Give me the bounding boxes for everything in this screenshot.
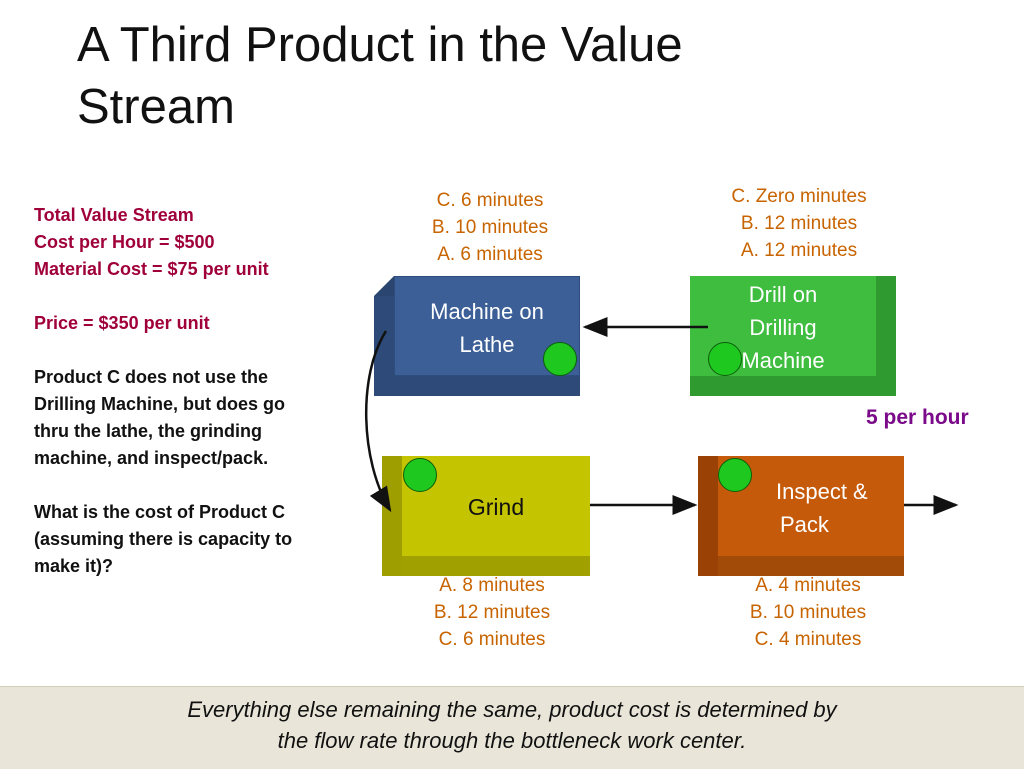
arrow-lathe-to-grind [365,330,392,513]
time-line: B. 10 minutes [749,602,867,623]
description-line: thru the lathe, the grinding [34,421,262,441]
price-line: Price = $350 per unit [34,313,210,333]
time-line: C. 6 minutes [436,190,544,211]
time-line: A. 4 minutes [755,575,861,596]
time-line: A. 6 minutes [437,244,543,265]
footer-band [0,686,1024,769]
grind-label-line: Grind [467,494,525,520]
status-indicator [708,342,742,376]
drill-label-line: Drilling [749,315,817,340]
time-line: C. 4 minutes [754,629,862,650]
status-indicator [543,342,577,376]
drill-front-face: Drill on Drilling Machine [670,276,896,376]
footer-line: the flow rate through the bottleneck wor… [277,728,747,753]
question-line: (assuming there is capacity to [34,529,293,549]
rate-label: 5 per hour [866,406,969,429]
question-line: make it)? [34,556,114,576]
title-line-2: Stream [77,80,235,134]
title-line-1: A Third Product in the Value [77,18,683,72]
footer-text: Everything else remaining the same, prod… [0,694,1024,756]
inspect-times: A. 4 minutes B. 10 minutes C. 4 minutes [698,572,918,653]
lathe-label-line: Machine on [430,299,544,324]
inspect-label-line: Pack [780,512,829,537]
status-indicator [403,458,437,492]
drill-label-line: Machine [741,348,825,373]
time-line: B. 10 minutes [431,217,549,238]
time-line: B. 12 minutes [740,213,858,234]
drill-label-line: Drill on [748,282,818,307]
slide-title: A Third Product in the Value Stream [77,14,877,138]
time-line: A. 8 minutes [439,575,545,596]
inspect-front-face: Inspect & Pack [718,456,904,556]
drill-times: C. Zero minutes B. 12 minutes A. 12 minu… [689,183,909,264]
status-indicator [718,458,752,492]
drill-work-center: Drill on Drilling Machine [690,276,896,396]
description-line: machine, and inspect/pack. [34,448,269,468]
time-line: C. 6 minutes [438,629,546,650]
cost-line: Cost per Hour = $500 [34,232,215,252]
time-line: B. 12 minutes [433,602,551,623]
time-line: C. Zero minutes [731,186,867,207]
problem-statement: Total Value Stream Cost per Hour = $500 … [34,202,374,580]
description-line: Drilling Machine, but does go [34,394,286,414]
cost-line: Material Cost = $75 per unit [34,259,269,279]
grind-times: A. 8 minutes B. 12 minutes C. 6 minutes [382,572,602,653]
inspect-label-line: Inspect & [776,479,868,504]
grind-front-face: Grind [402,456,590,556]
time-line: A. 12 minutes [740,240,858,261]
cost-line: Total Value Stream [34,205,194,225]
lathe-label-line: Lathe [459,332,515,357]
question-line: What is the cost of Product C [34,502,286,522]
footer-line: Everything else remaining the same, prod… [187,697,837,722]
lathe-times: C. 6 minutes B. 10 minutes A. 6 minutes [380,187,600,268]
description-line: Product C does not use the [34,367,269,387]
